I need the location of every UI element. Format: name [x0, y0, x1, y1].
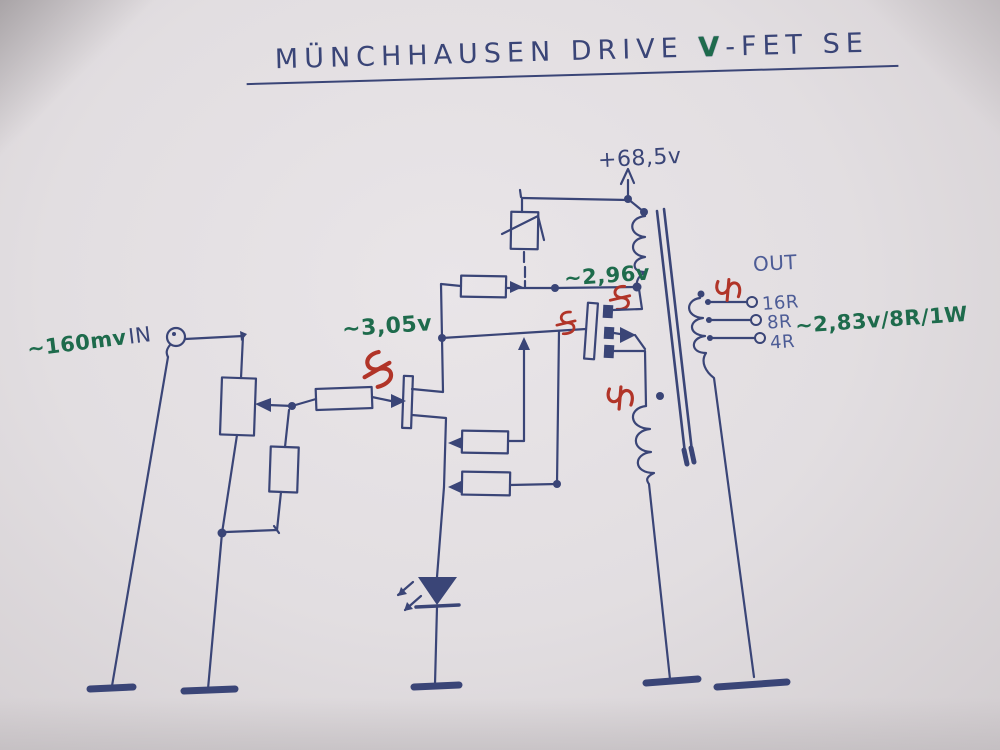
- drain-load-resistor: [459, 274, 639, 299]
- drain-signal-label: ~2,96v: [563, 261, 651, 291]
- tap-4r-label: 4R: [769, 331, 795, 354]
- input-ground-wire: [110, 355, 170, 688]
- bias-trimmer: [500, 188, 630, 289]
- input-label: ~160mvIN: [26, 322, 153, 361]
- input-name-label: IN: [127, 322, 153, 349]
- ground-icon: [180, 685, 239, 695]
- ground-icon: [713, 678, 791, 691]
- vfet-gate-wire: [440, 327, 588, 340]
- output-transformer-core: [655, 207, 697, 467]
- gate-signal-label: ~3,05v: [341, 311, 433, 342]
- gate-bias-resistor-2: [448, 329, 561, 497]
- ac-signal-icon: [713, 276, 743, 304]
- ac-signal-icon: [357, 349, 397, 390]
- feedback-winding: [631, 392, 672, 681]
- ground-icon: [410, 681, 463, 691]
- source-bias-led: [396, 577, 461, 686]
- v-fet-sit-transistor: [582, 282, 648, 408]
- primary-winding: [626, 197, 648, 289]
- ground-icon: [86, 683, 137, 693]
- supply-arrow: [619, 167, 636, 203]
- input-level-label: ~160mv: [26, 325, 128, 361]
- supply-voltage-label: +68,5v: [597, 144, 682, 173]
- gate-bias-resistor-1: [448, 337, 530, 455]
- tap-16r-label: 16R: [761, 291, 799, 315]
- grid-stopper-resistor: [290, 385, 393, 412]
- output-spec-label: ~2,83v/8R/1W: [794, 302, 968, 338]
- secondary-winding-with-taps: [688, 290, 766, 679]
- lower-divider-resistor: [224, 408, 300, 535]
- ac-signal-icon: [604, 383, 636, 413]
- volume-potentiometer: [206, 334, 296, 691]
- input-rca-jack: [165, 326, 247, 359]
- tap-8r-label: 8R: [766, 311, 792, 334]
- output-label: OUT: [752, 250, 798, 276]
- ground-icon: [642, 675, 702, 687]
